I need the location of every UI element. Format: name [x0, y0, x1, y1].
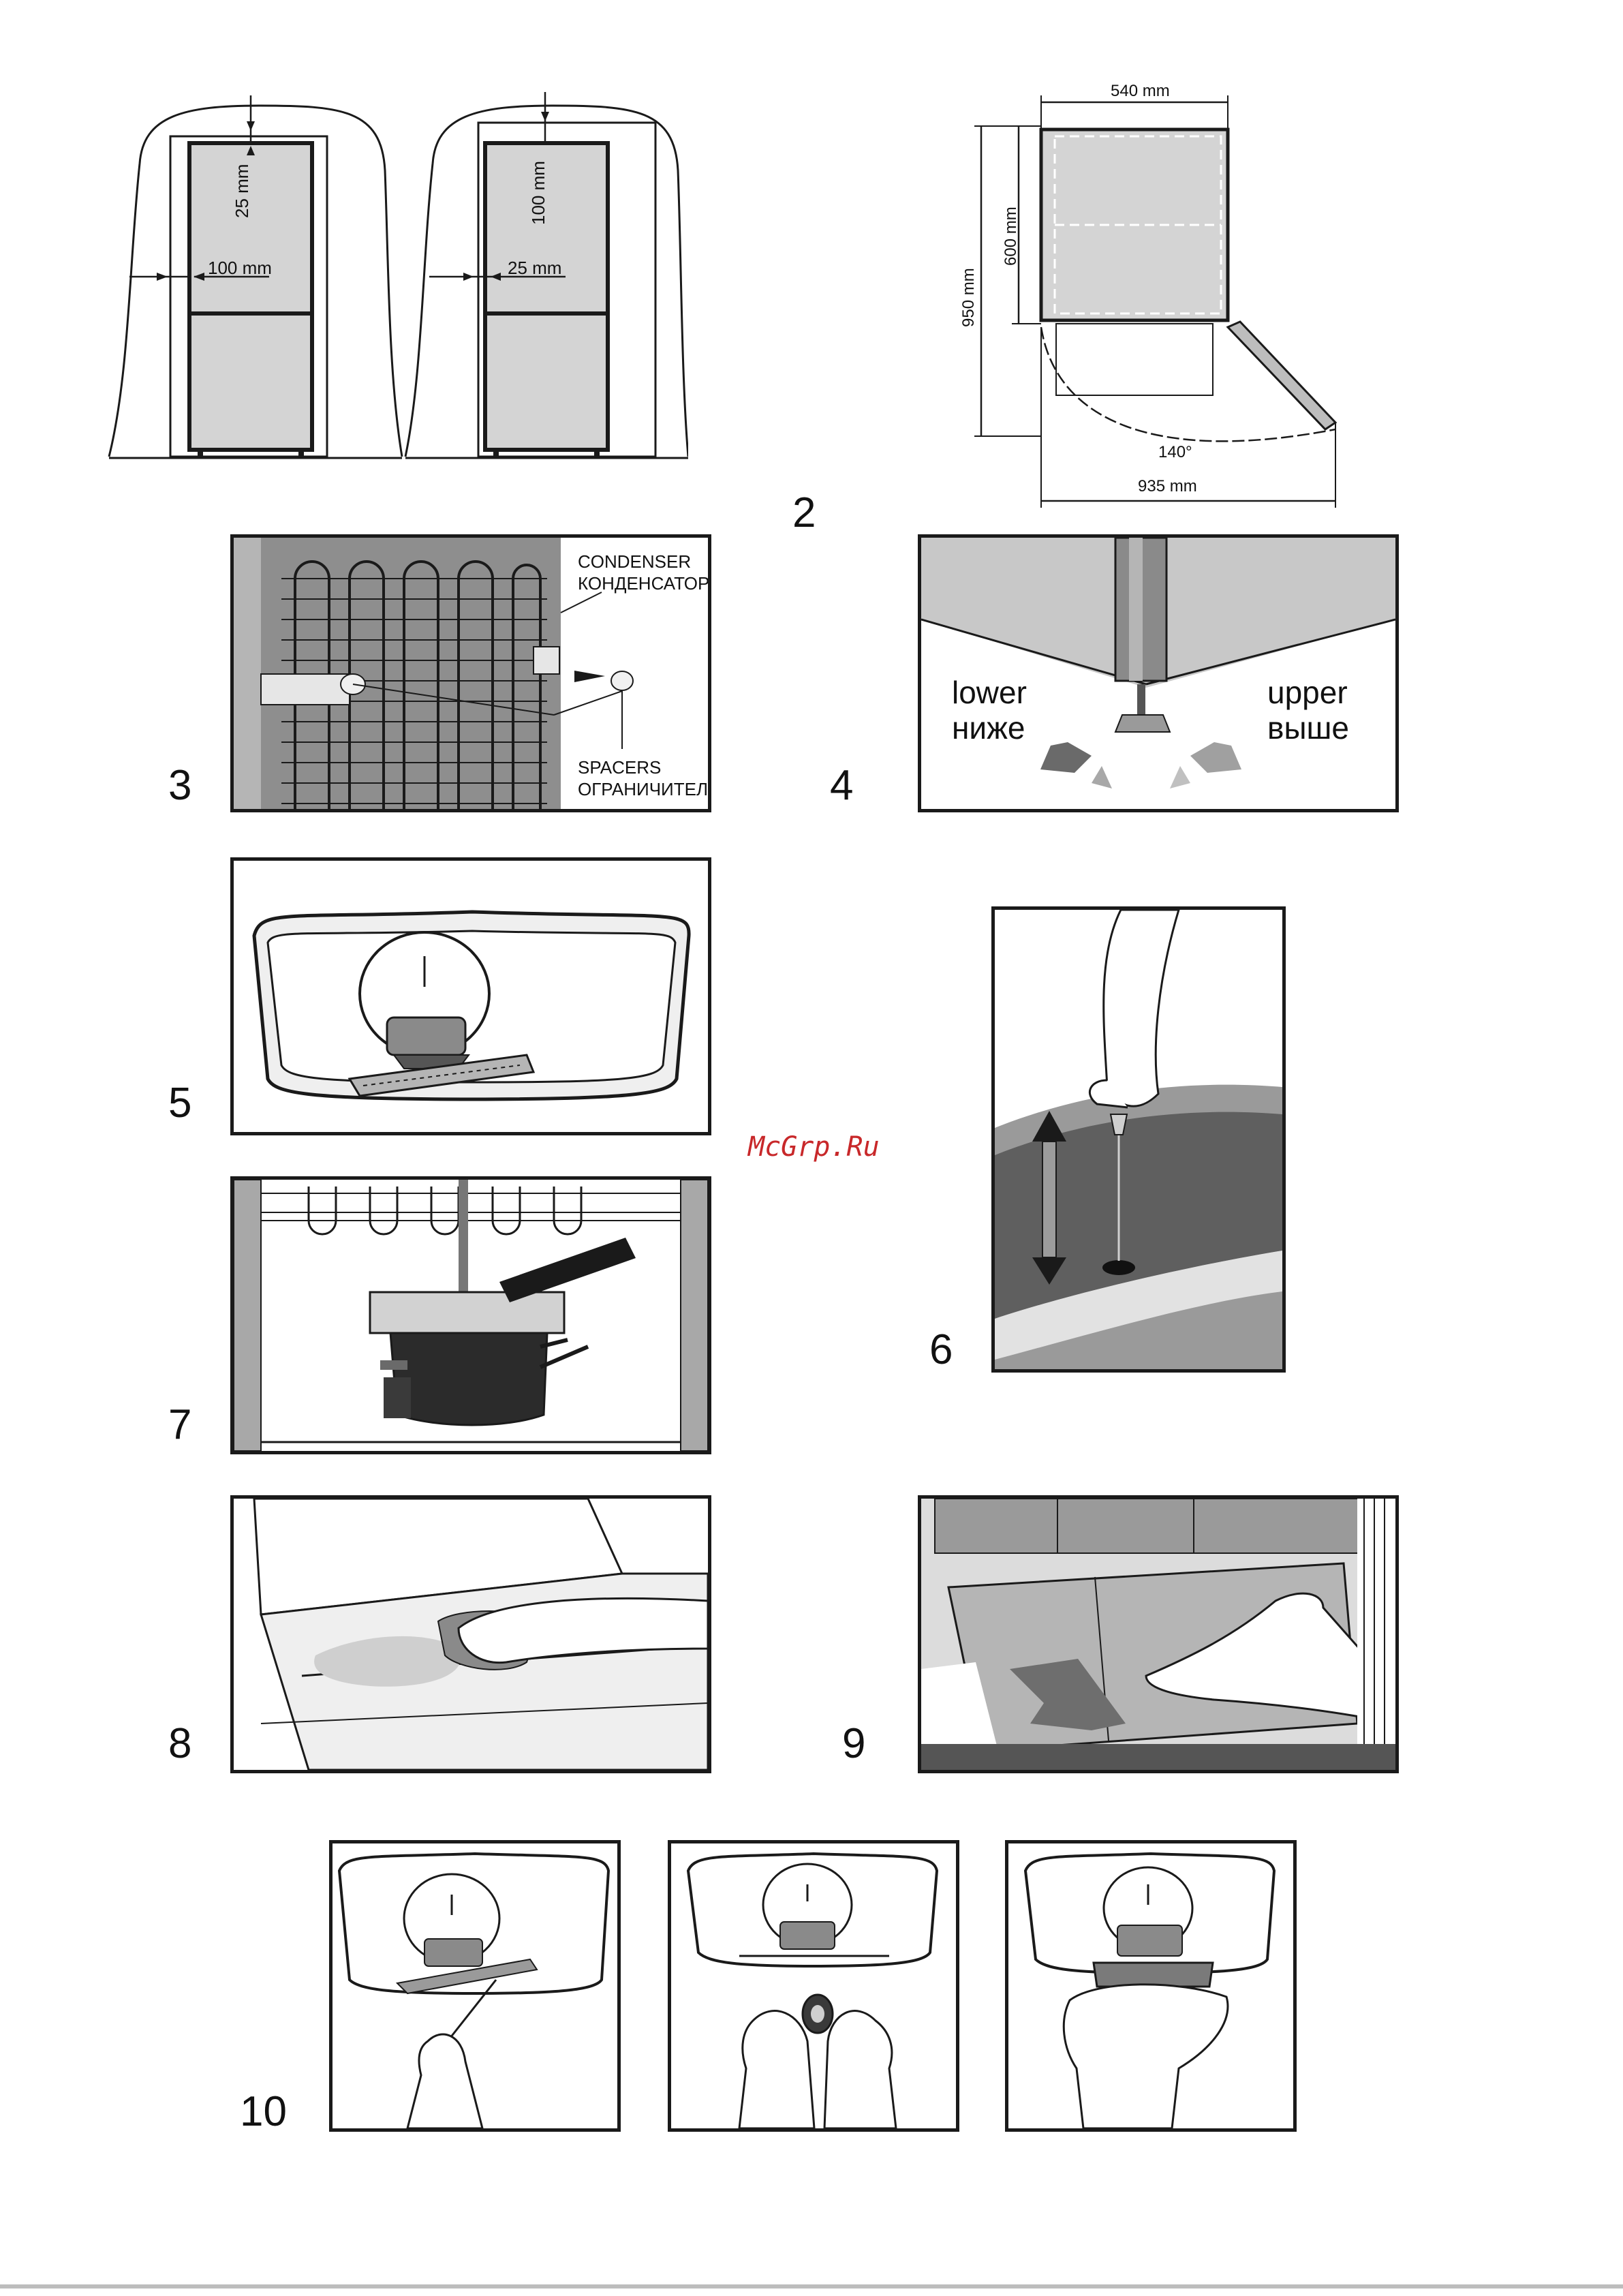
figure-number-6: 6 — [929, 1329, 953, 1371]
fig4-lower-ru: ниже — [952, 709, 1025, 746]
figure-10-step-3-panel — [1005, 1840, 1297, 2132]
bottom-rule — [0, 2284, 1623, 2289]
fig2-angle-label: 140° — [1158, 443, 1192, 462]
fig1-right-side-gap-label: 25 mm — [508, 258, 561, 279]
watermark: McGrp.Ru — [748, 1131, 880, 1163]
fig1-left-top-gap-label: 25 mm — [232, 164, 253, 218]
fig3-condenser-ru: КОНДЕНСАТОР — [578, 573, 709, 594]
figure-4-drawing — [921, 538, 1395, 809]
figure-number-10: 10 — [240, 2091, 287, 2133]
fig3-spacers-ru: ОГРАНИЧИТЕЛЬ — [578, 779, 711, 800]
figure-2-dimensions: 540 mm 600 mm 950 mm 140° 935 mm — [954, 82, 1363, 518]
figure-number-5: 5 — [168, 1082, 191, 1124]
figure-8-drawing — [234, 1499, 708, 1770]
figure-7-compressor-panel — [230, 1176, 711, 1454]
figure-9-drawing — [921, 1499, 1395, 1770]
figure-4-leveling-panel: lower ниже upper выше — [918, 534, 1399, 812]
fig2-width-label: 540 mm — [1111, 82, 1170, 101]
figure-number-7: 7 — [168, 1404, 191, 1446]
figure-10-step-1-drawing — [333, 1843, 617, 2128]
fig4-upper-ru: выше — [1267, 709, 1349, 746]
figure-10-step-1-panel — [329, 1840, 621, 2132]
fig2-height-label: 950 mm — [959, 268, 978, 327]
figure-number-8: 8 — [168, 1723, 191, 1765]
fig3-spacers-en: SPACERS — [578, 757, 661, 778]
fig1-right-top-gap-label: 100 mm — [528, 161, 549, 225]
fig4-lower-en: lower — [952, 674, 1027, 711]
figure-number-9: 9 — [842, 1723, 865, 1765]
figure-number-3: 3 — [168, 765, 191, 807]
figure-10-step-2-panel — [668, 1840, 959, 2132]
figure-3-condenser-panel: CONDENSER КОНДЕНСАТОР SPACERS ОГРАНИЧИТЕ… — [230, 534, 711, 812]
figure-9-drawer-panel — [918, 1495, 1399, 1773]
figure-5-drawing — [234, 861, 708, 1132]
figure-10-step-2-drawing — [671, 1843, 956, 2128]
figure-10-step-3-drawing — [1008, 1843, 1293, 2128]
figure-8-cleaning-panel — [230, 1495, 711, 1773]
figure-1-drawing — [102, 89, 688, 470]
fig1-left-side-gap-label: 100 mm — [208, 258, 272, 279]
fig2-open-depth-label: 935 mm — [1138, 477, 1197, 496]
figure-6-drain-panel — [991, 906, 1286, 1373]
figure-6-drawing — [995, 910, 1282, 1369]
figure-5-lamp-cover-panel — [230, 857, 711, 1135]
fig4-upper-en: upper — [1267, 674, 1348, 711]
figure-7-drawing — [234, 1180, 708, 1451]
figure-number-4: 4 — [830, 765, 853, 807]
figure-number-2: 2 — [792, 492, 816, 534]
fig2-depth-label: 600 mm — [1002, 206, 1021, 266]
fig3-condenser-en: CONDENSER — [578, 551, 691, 572]
figure-1-door-clearance: 25 mm 100 mm 100 mm 25 mm — [102, 89, 688, 470]
